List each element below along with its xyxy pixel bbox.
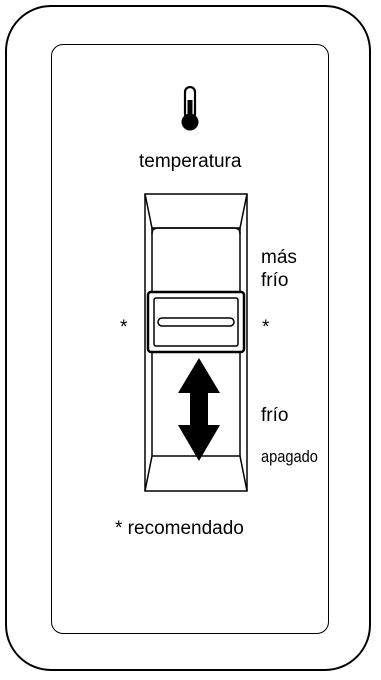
recommended-marker-left: * bbox=[120, 317, 128, 338]
off-label: apagado bbox=[261, 447, 318, 466]
thermometer-icon bbox=[181, 86, 199, 131]
control-panel-inner-frame bbox=[51, 44, 329, 634]
temperature-slider[interactable] bbox=[140, 190, 252, 495]
slider-top-bevel bbox=[144, 193, 248, 229]
double-vertical-arrow-icon bbox=[178, 358, 220, 461]
slider-knob[interactable] bbox=[146, 290, 246, 354]
colder-label-line1: más bbox=[261, 247, 297, 268]
control-panel-frame bbox=[5, 5, 371, 671]
cold-label: frío bbox=[261, 405, 289, 426]
temperature-label: temperatura bbox=[139, 151, 242, 172]
colder-label-line2: frío bbox=[261, 270, 289, 291]
slider-bottom-bevel bbox=[144, 455, 248, 492]
recommended-footnote: * recomendado bbox=[115, 518, 244, 539]
recommended-marker-right: * bbox=[262, 317, 270, 338]
